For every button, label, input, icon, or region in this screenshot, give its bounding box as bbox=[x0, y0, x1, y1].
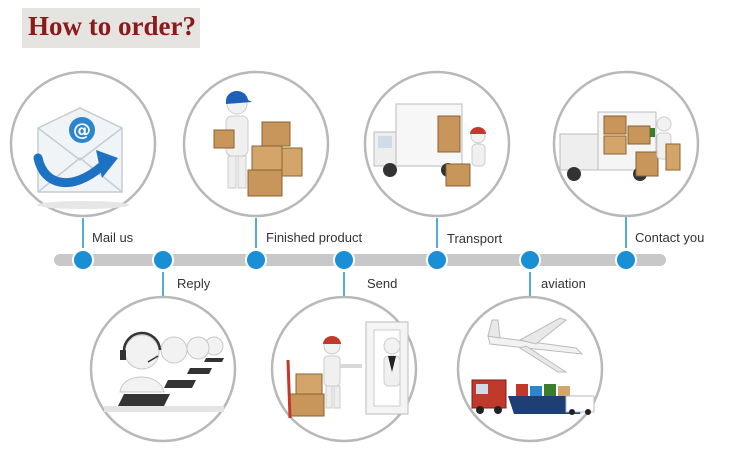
door-delivery-icon bbox=[286, 321, 409, 419]
truck-loading-icon bbox=[373, 103, 486, 187]
circle-finished bbox=[182, 70, 330, 218]
step-label-mail: Mail us bbox=[92, 230, 134, 245]
step-dot-contact bbox=[615, 249, 637, 271]
circle-aviation bbox=[456, 295, 604, 443]
plane-ship-truck-icon bbox=[471, 317, 595, 415]
connector-lines bbox=[82, 215, 627, 296]
step-label-reply: Reply bbox=[177, 276, 211, 291]
title-banner bbox=[22, 8, 200, 48]
step-dot-mail bbox=[72, 249, 94, 271]
step-label-send: Send bbox=[367, 276, 398, 291]
page-title: How to order? bbox=[28, 11, 196, 41]
step-label-aviation: aviation bbox=[541, 276, 586, 291]
step-dot-reply bbox=[152, 249, 174, 271]
mail-icon: @ bbox=[33, 107, 129, 209]
delivery-truck-icon bbox=[559, 111, 681, 181]
step-dot-aviation bbox=[519, 249, 541, 271]
step-label-contact: Contact you bbox=[635, 230, 705, 245]
step-dot-send bbox=[333, 249, 355, 271]
step-label-transport: Transport bbox=[447, 231, 503, 246]
call-center-icon bbox=[104, 331, 224, 412]
svg-text:@: @ bbox=[73, 120, 91, 141]
boxes-worker-icon bbox=[213, 90, 303, 197]
step-dot-finished bbox=[245, 249, 267, 271]
circle-reply bbox=[89, 295, 237, 443]
step-label-finished-product: Finished product bbox=[266, 230, 363, 245]
step-dot-transport bbox=[426, 249, 448, 271]
